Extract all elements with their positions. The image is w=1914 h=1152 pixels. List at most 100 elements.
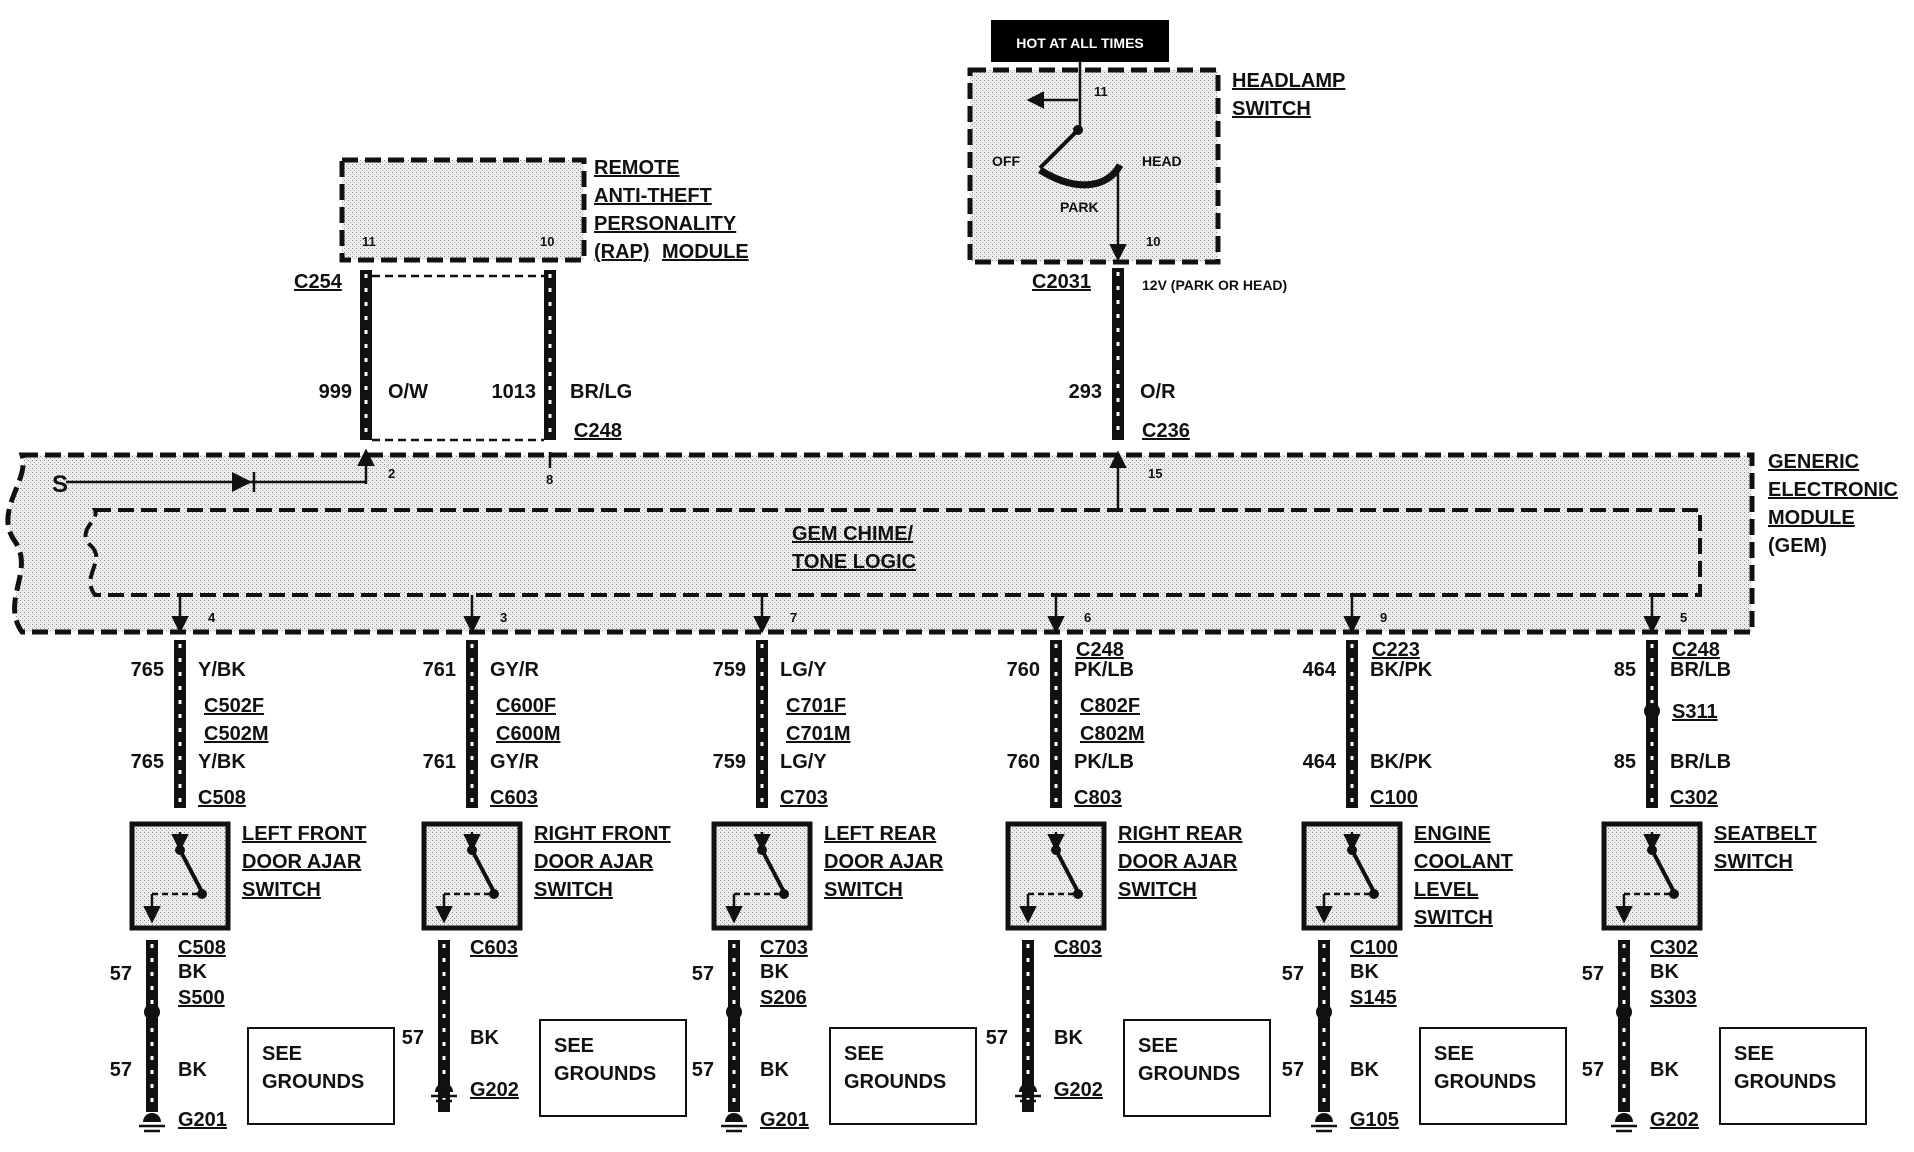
branch-1-splice-dot [144, 1004, 160, 1020]
branch-2-see-grounds-line1: SEE [554, 1035, 594, 1057]
branch-6-top-connector: C248 [1672, 639, 1720, 661]
branch-4-connector-f: C802F [1080, 695, 1140, 717]
branch-5-splice-dot [1316, 1004, 1332, 1020]
branch-3-circuit-top: 759 [713, 659, 746, 681]
branch-1-ground-id: G201 [178, 1109, 227, 1131]
headlamp-switch-box [967, 67, 1221, 265]
branch-3-color-top: LG/Y [780, 659, 827, 681]
gem-pin-8: 8 [546, 472, 553, 487]
rap-title-line3: PERSONALITY [594, 213, 737, 235]
branch-5-splice: S145 [1350, 987, 1397, 1009]
branch-4-top-connector: C248 [1076, 639, 1124, 661]
branch-3-splice-dot [726, 1004, 742, 1020]
gem-title-line1: GENERIC [1768, 451, 1859, 473]
branch-3-ground-circuit-2: 57 [692, 1059, 714, 1081]
branch-3-gem-pin: 7 [790, 610, 797, 625]
branch-6-switch-name-1: SEATBELT [1714, 823, 1817, 845]
branch-3-switch-name-2: DOOR AJAR [824, 851, 944, 873]
branch-2-see-grounds-line2: GROUNDS [554, 1063, 656, 1085]
wire-293-color: O/R [1140, 381, 1176, 403]
branch-1-circuit-top: 765 [131, 659, 164, 681]
branch-1-switch-name-3: SWITCH [242, 879, 321, 901]
branch-2-color-top: GY/R [490, 659, 539, 681]
branch-6-top-splice: S311 [1672, 701, 1718, 723]
branch-3-connector-m: C701M [786, 723, 850, 745]
branch-1-switch-blade [178, 849, 204, 893]
branch-3-see-grounds-line1: SEE [844, 1043, 884, 1065]
branch-1-circuit-bottom: 765 [131, 751, 164, 773]
rap-title-line4: (RAP) [594, 241, 650, 263]
branch-4-switch-name-3: SWITCH [1118, 879, 1197, 901]
branch-2-switch-connector: C603 [490, 787, 538, 809]
branch-2-connector-m: C600M [496, 723, 560, 745]
branch-4-ground-color: BK [1054, 1027, 1083, 1049]
branch-4-see-grounds-line1: SEE [1138, 1035, 1178, 1057]
branch-3-ground-id: G201 [760, 1109, 809, 1131]
branch-6-circuit-top: 85 [1614, 659, 1636, 681]
branch-1-ground-circuit-1: 57 [110, 963, 132, 985]
headlamp-title-line1: HEADLAMP [1232, 70, 1345, 92]
branch-5-switch-contact [1369, 889, 1379, 899]
branch-1-switch-connector: C508 [198, 787, 246, 809]
branch-1-switch-name-1: LEFT FRONT [242, 823, 366, 845]
branch-4-switch-blade [1054, 849, 1080, 893]
branch-5-gem-pin: 9 [1380, 610, 1387, 625]
branch-4-ground-connector: C803 [1054, 937, 1102, 959]
branch-3-splice: S206 [760, 987, 807, 1009]
connector-c2031: C2031 [1032, 271, 1091, 293]
branch-4-switch-name-1: RIGHT REAR [1118, 823, 1243, 845]
branch-1-gem-pin: 4 [208, 610, 216, 625]
branch-3-switch-contact [779, 889, 789, 899]
branch-5-top-connector: C223 [1372, 639, 1420, 661]
branch-4-see-grounds-box [1123, 1019, 1271, 1117]
connector-c248-top: C248 [574, 420, 622, 442]
branch-3-ground-color-2: BK [760, 1059, 789, 1081]
branch-5-switch-name-3: LEVEL [1414, 879, 1478, 901]
branch-4-color-bottom: PK/LB [1074, 751, 1134, 773]
rap-title-line2: ANTI-THEFT [594, 185, 712, 207]
svg-text:S: S [52, 471, 68, 498]
branch-3-ground-symbol [725, 1113, 743, 1122]
branch-5-ground-color-1: BK [1350, 961, 1379, 983]
headlamp-title-line2: SWITCH [1232, 98, 1311, 120]
connector-c236: C236 [1142, 420, 1190, 442]
branch-1-connector-m: C502M [204, 723, 268, 745]
branch-2-ground-color: BK [470, 1027, 499, 1049]
branch-2-switch-contact [489, 889, 499, 899]
branch-5-color-bottom: BK/PK [1370, 751, 1433, 773]
branch-2-switch-name-1: RIGHT FRONT [534, 823, 671, 845]
branch-5-see-grounds-line2: GROUNDS [1434, 1071, 1536, 1093]
branch-2-gem-pin: 3 [500, 610, 507, 625]
branch-6-splice: S303 [1650, 987, 1697, 1009]
branch-4-circuit-bottom: 760 [1007, 751, 1040, 773]
branch-6-ground-connector: C302 [1650, 937, 1698, 959]
branch-4-ground-id: G202 [1054, 1079, 1103, 1101]
wire-999-circuit: 999 [319, 381, 352, 403]
branch-2-circuit-top: 761 [423, 659, 456, 681]
hot-at-all-times-tag [991, 20, 1169, 62]
branch-1-color-top: Y/BK [198, 659, 246, 681]
branch-6-circuit-bottom: 85 [1614, 751, 1636, 773]
branch-6-gem-pin: 5 [1680, 610, 1687, 625]
branch-2-switch-name-2: DOOR AJAR [534, 851, 654, 873]
branch-3-ground-circuit-1: 57 [692, 963, 714, 985]
branch-4-switch-connector: C803 [1074, 787, 1122, 809]
wire-1013-circuit: 1013 [492, 381, 537, 403]
branch-5-circuit-top: 464 [1303, 659, 1337, 681]
branch-1-connector-f: C502F [204, 695, 264, 717]
rap-title-line5: MODULE [662, 241, 749, 263]
branch-4-gem-pin: 6 [1084, 610, 1091, 625]
headlamp-pin-10: 10 [1146, 234, 1160, 249]
branch-1-see-grounds-line2: GROUNDS [262, 1071, 364, 1093]
branch-3-switch-blade [760, 849, 786, 893]
branch-6-see-grounds-line2: GROUNDS [1734, 1071, 1836, 1093]
branch-5-ground-circuit-1: 57 [1282, 963, 1304, 985]
branch-2-ground-id: G202 [470, 1079, 519, 1101]
rap-pin-10: 10 [540, 234, 554, 249]
gem-logic-line2: TONE LOGIC [792, 551, 916, 573]
branch-1-ground-connector: C508 [178, 937, 226, 959]
branch-2-see-grounds-box [539, 1019, 687, 1117]
gem-title-line3: MODULE [1768, 507, 1855, 529]
gem-logic-box [83, 508, 1702, 597]
